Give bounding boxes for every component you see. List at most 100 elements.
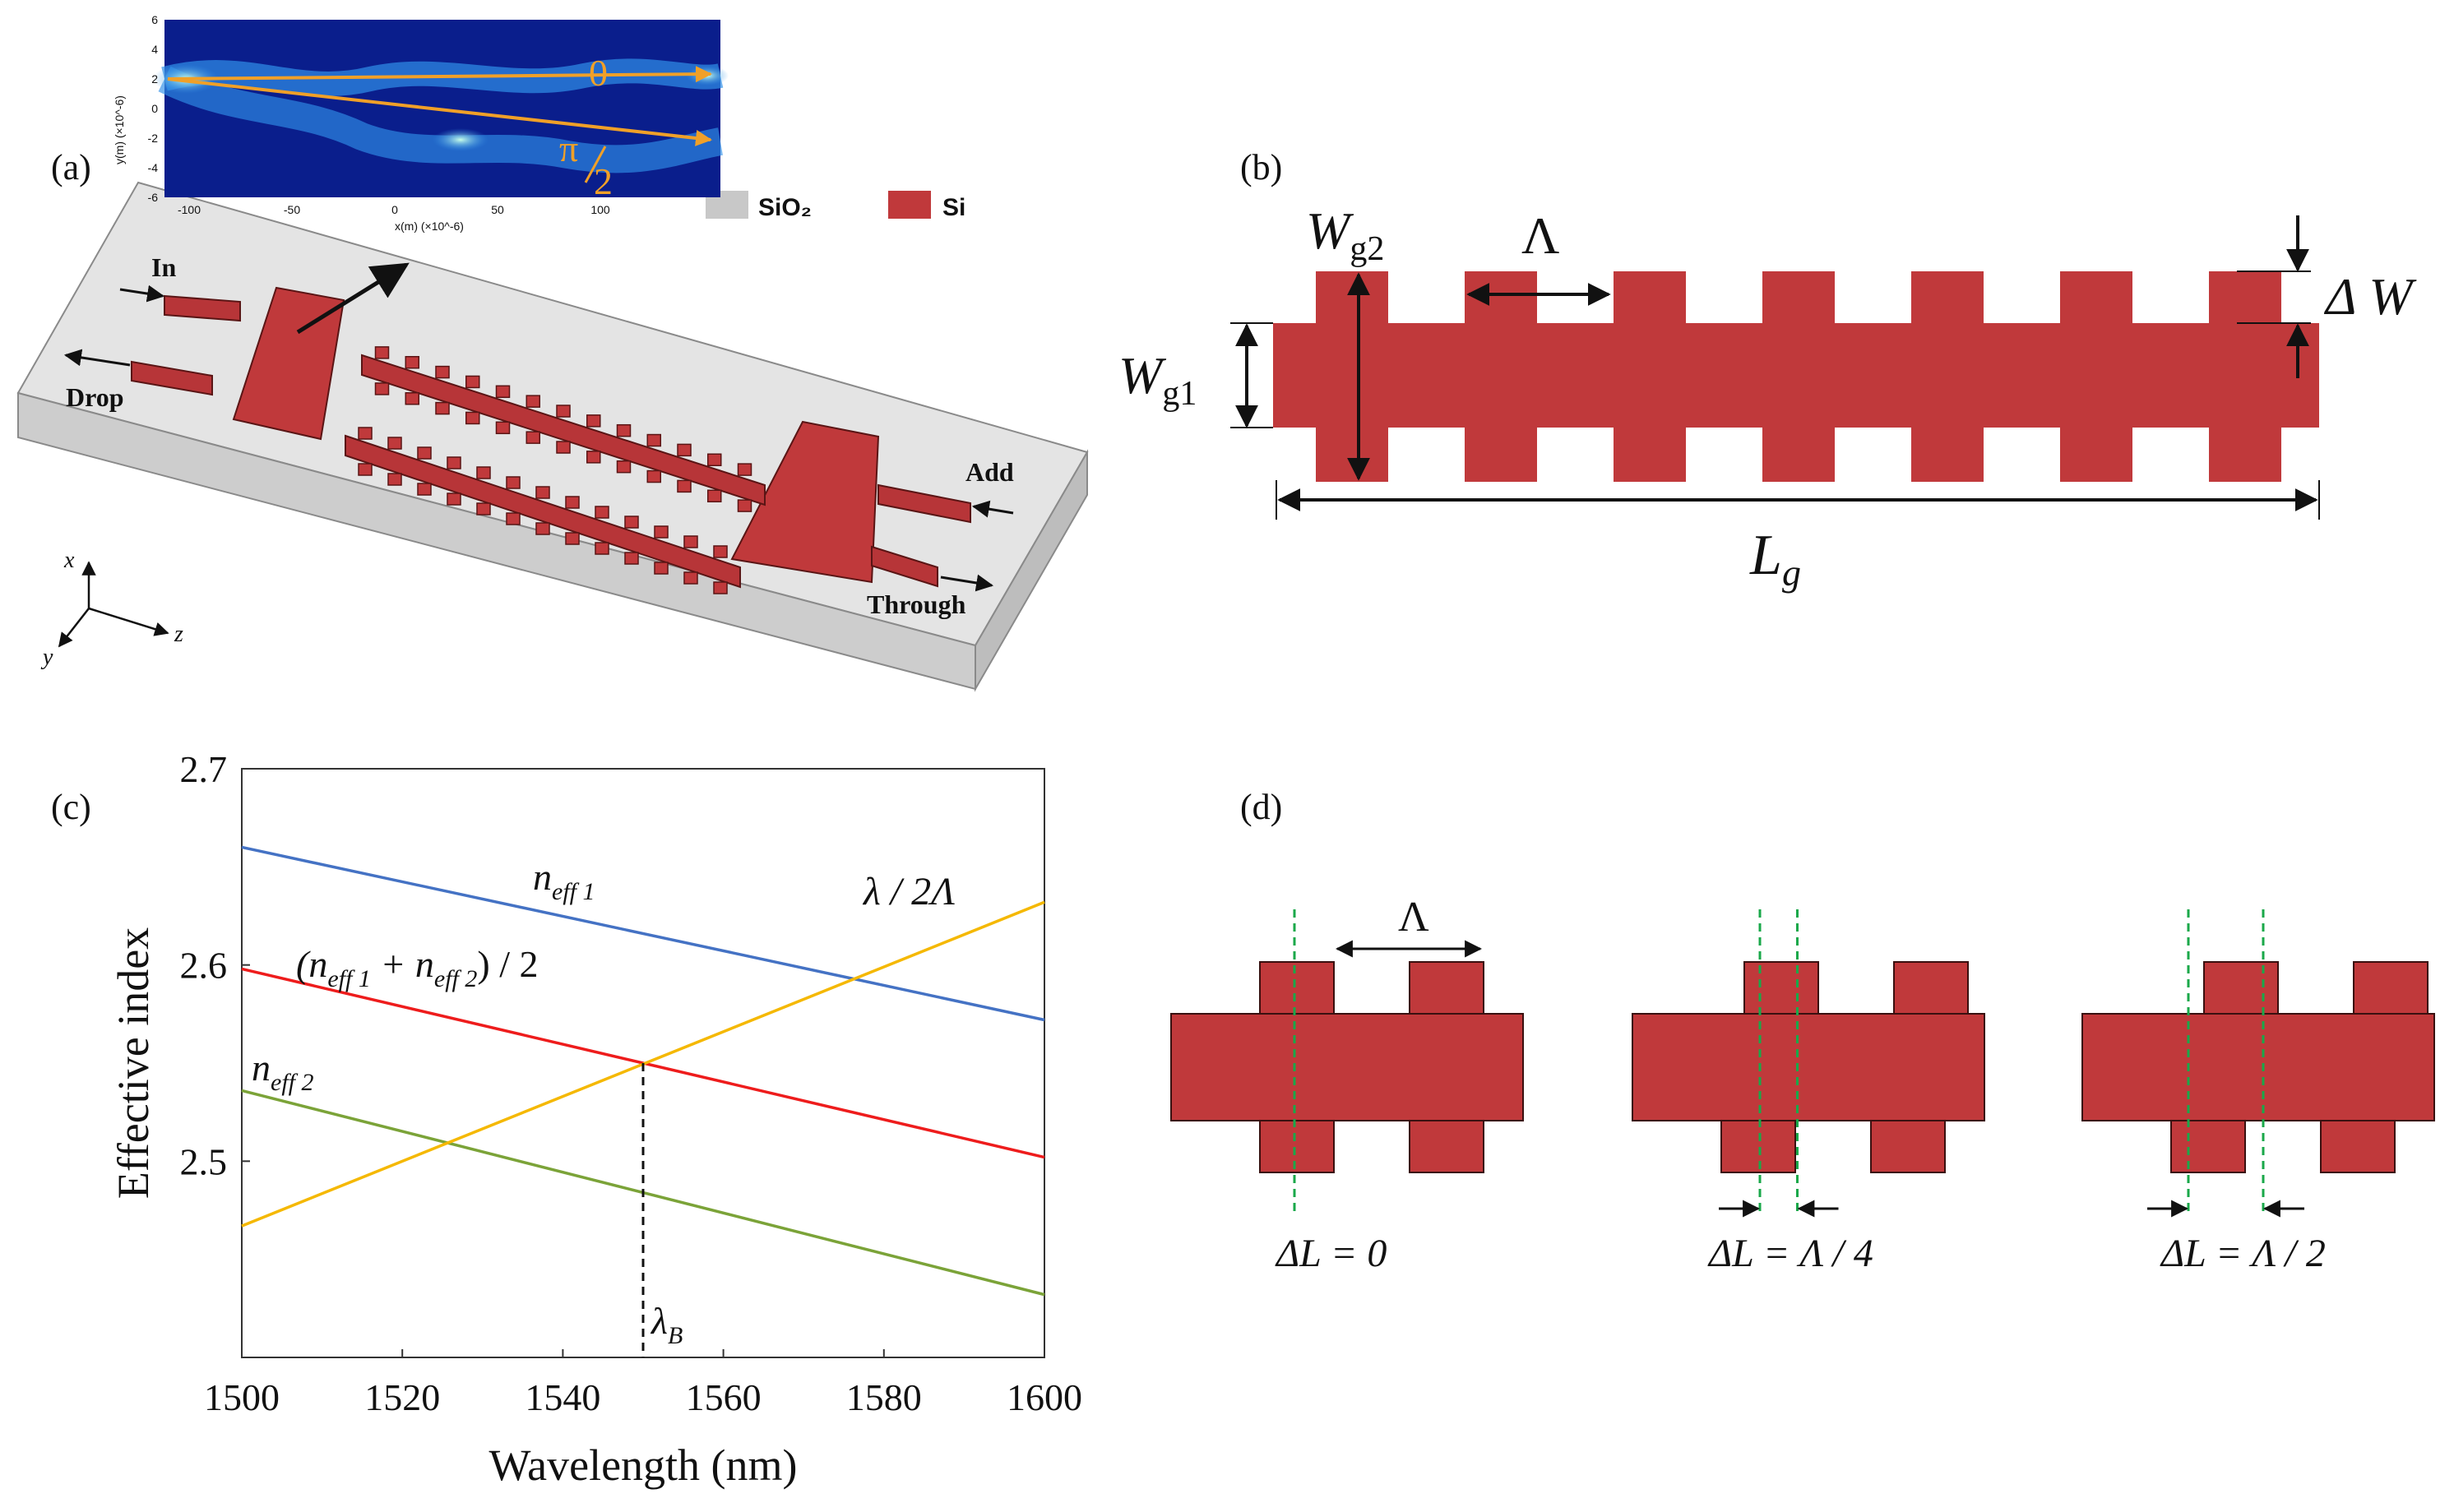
drop-arrow <box>63 349 131 367</box>
variant-top-tooth <box>1893 961 1969 1015</box>
grating-tooth <box>405 392 419 405</box>
grating-tooth <box>737 463 752 476</box>
inset-y-axis-label: y(m) (×10^-6) <box>113 95 126 164</box>
avg-mid: + n <box>371 943 434 985</box>
variant-2 <box>2081 909 2435 1218</box>
x-axis-title: Wavelength (nm) <box>488 1440 797 1490</box>
z-axis-label: z <box>174 622 183 647</box>
wg1-label: Wg1 <box>1118 346 1197 413</box>
grating-tooth <box>506 476 521 489</box>
grating-tooth <box>654 562 669 575</box>
grating-core-b <box>1273 323 2319 428</box>
avg-close: ) / 2 <box>477 943 538 985</box>
legend-sio2-label: SiO₂ <box>758 194 812 221</box>
grating-tooth <box>465 411 480 425</box>
grating-tooth <box>417 483 432 496</box>
through-arrow <box>940 574 994 592</box>
series-label-bragg: λ / 2Λ <box>862 870 955 913</box>
grating-tooth <box>374 382 390 395</box>
grating-tooth <box>565 496 580 509</box>
y-tick-label: 2.7 <box>180 748 228 790</box>
grating-tooth <box>677 443 692 457</box>
inset-x-axis-label: x(m) (×10^-6) <box>395 220 464 233</box>
wg1-label-sub: g1 <box>1162 375 1197 413</box>
inset-y-tick-label: 6 <box>151 13 158 26</box>
x-axis-label: x <box>63 548 75 573</box>
series-label-average: (neff 1 + neff 2) / 2 <box>296 943 538 992</box>
lg-label-main: L <box>1749 524 1782 587</box>
grating-tooth <box>495 421 511 435</box>
bus-waveguide-add <box>877 483 971 524</box>
field-hotspot <box>433 128 488 151</box>
grating-tooth <box>707 453 722 466</box>
period-label-d: Λ <box>1398 894 1429 941</box>
neff1-sub: eff 1 <box>552 878 595 905</box>
grating-tooth <box>654 525 669 539</box>
grating-tooth <box>358 463 373 476</box>
legend-si-label: Si <box>942 194 965 221</box>
grating-tooth <box>374 346 390 359</box>
grating-tooth <box>465 375 480 389</box>
x-tick-label: 1540 <box>525 1376 600 1418</box>
grating-tooth <box>435 401 450 415</box>
z-axis-arrow <box>88 607 169 636</box>
inset-x-tick-label: 50 <box>491 203 504 216</box>
lg-label: Lg <box>1749 524 1801 594</box>
port-drop-label: Drop <box>66 382 124 412</box>
x-tick-label: 1560 <box>686 1376 762 1418</box>
grating-tooth <box>556 441 571 454</box>
grating-tooth <box>683 535 698 548</box>
case-label-0: ΔL = 0 <box>1275 1232 1387 1275</box>
grating-teeth <box>358 346 752 594</box>
grating-tooth <box>358 427 373 440</box>
neff2-sub: eff 2 <box>271 1069 314 1096</box>
x-tick-label: 1520 <box>364 1376 440 1418</box>
device-3d: In Drop Add Through <box>16 181 1089 692</box>
propagation-arrow <box>296 262 410 335</box>
avg-sub2: eff 2 <box>434 965 478 992</box>
variant-top-tooth <box>1743 961 1819 1015</box>
grating-tooth <box>405 356 419 369</box>
case-label-2: ΔL = Λ / 2 <box>2160 1232 2326 1275</box>
port-in-label: In <box>151 252 176 282</box>
grating-tooth <box>417 446 432 460</box>
panel-c-label: (c) <box>51 787 91 827</box>
variant-top-tooth <box>1259 961 1335 1015</box>
grating-tooth <box>556 405 571 418</box>
phase-label-pi: π <box>559 127 578 169</box>
variant-top-tooth <box>2353 961 2429 1015</box>
grating-arm-lower <box>345 434 741 589</box>
phase-arrow-pi-2 <box>167 77 712 146</box>
grating-tooth <box>387 473 402 486</box>
y-axis-title: Effective index <box>109 927 158 1199</box>
grating-tooth <box>506 512 521 525</box>
x-tick-label: 1600 <box>1007 1376 1082 1418</box>
phase-label-2: 2 <box>594 160 613 202</box>
offset-variants <box>1170 909 2435 1218</box>
variant-1 <box>1632 909 1985 1218</box>
panel-d-label: (d) <box>1240 787 1282 827</box>
bus-waveguide-through <box>871 545 938 588</box>
grating-tooth <box>737 499 752 512</box>
y-axis-label: y <box>40 645 53 670</box>
wg2-label-main: W <box>1306 201 1354 260</box>
grating-tooth <box>447 492 461 506</box>
grating-tooth <box>495 385 511 399</box>
grating-tooth <box>677 479 692 493</box>
coordinate-axes: x z y <box>40 548 183 670</box>
field-beam-bottom <box>158 66 724 173</box>
grating-tooth <box>447 456 461 469</box>
neff1-main: n <box>533 856 552 898</box>
mmi-right <box>730 420 880 584</box>
neff2-main: n <box>252 1047 271 1089</box>
panel-b: (b) Wg2 Wg1 Λ Δ W Lg <box>1118 147 2417 594</box>
mmi-left <box>232 286 345 441</box>
series-label-neff1: neff 1 <box>533 856 595 905</box>
in-arrow <box>119 284 165 303</box>
variant-core <box>2081 1013 2435 1121</box>
grating-tooth <box>387 437 402 450</box>
